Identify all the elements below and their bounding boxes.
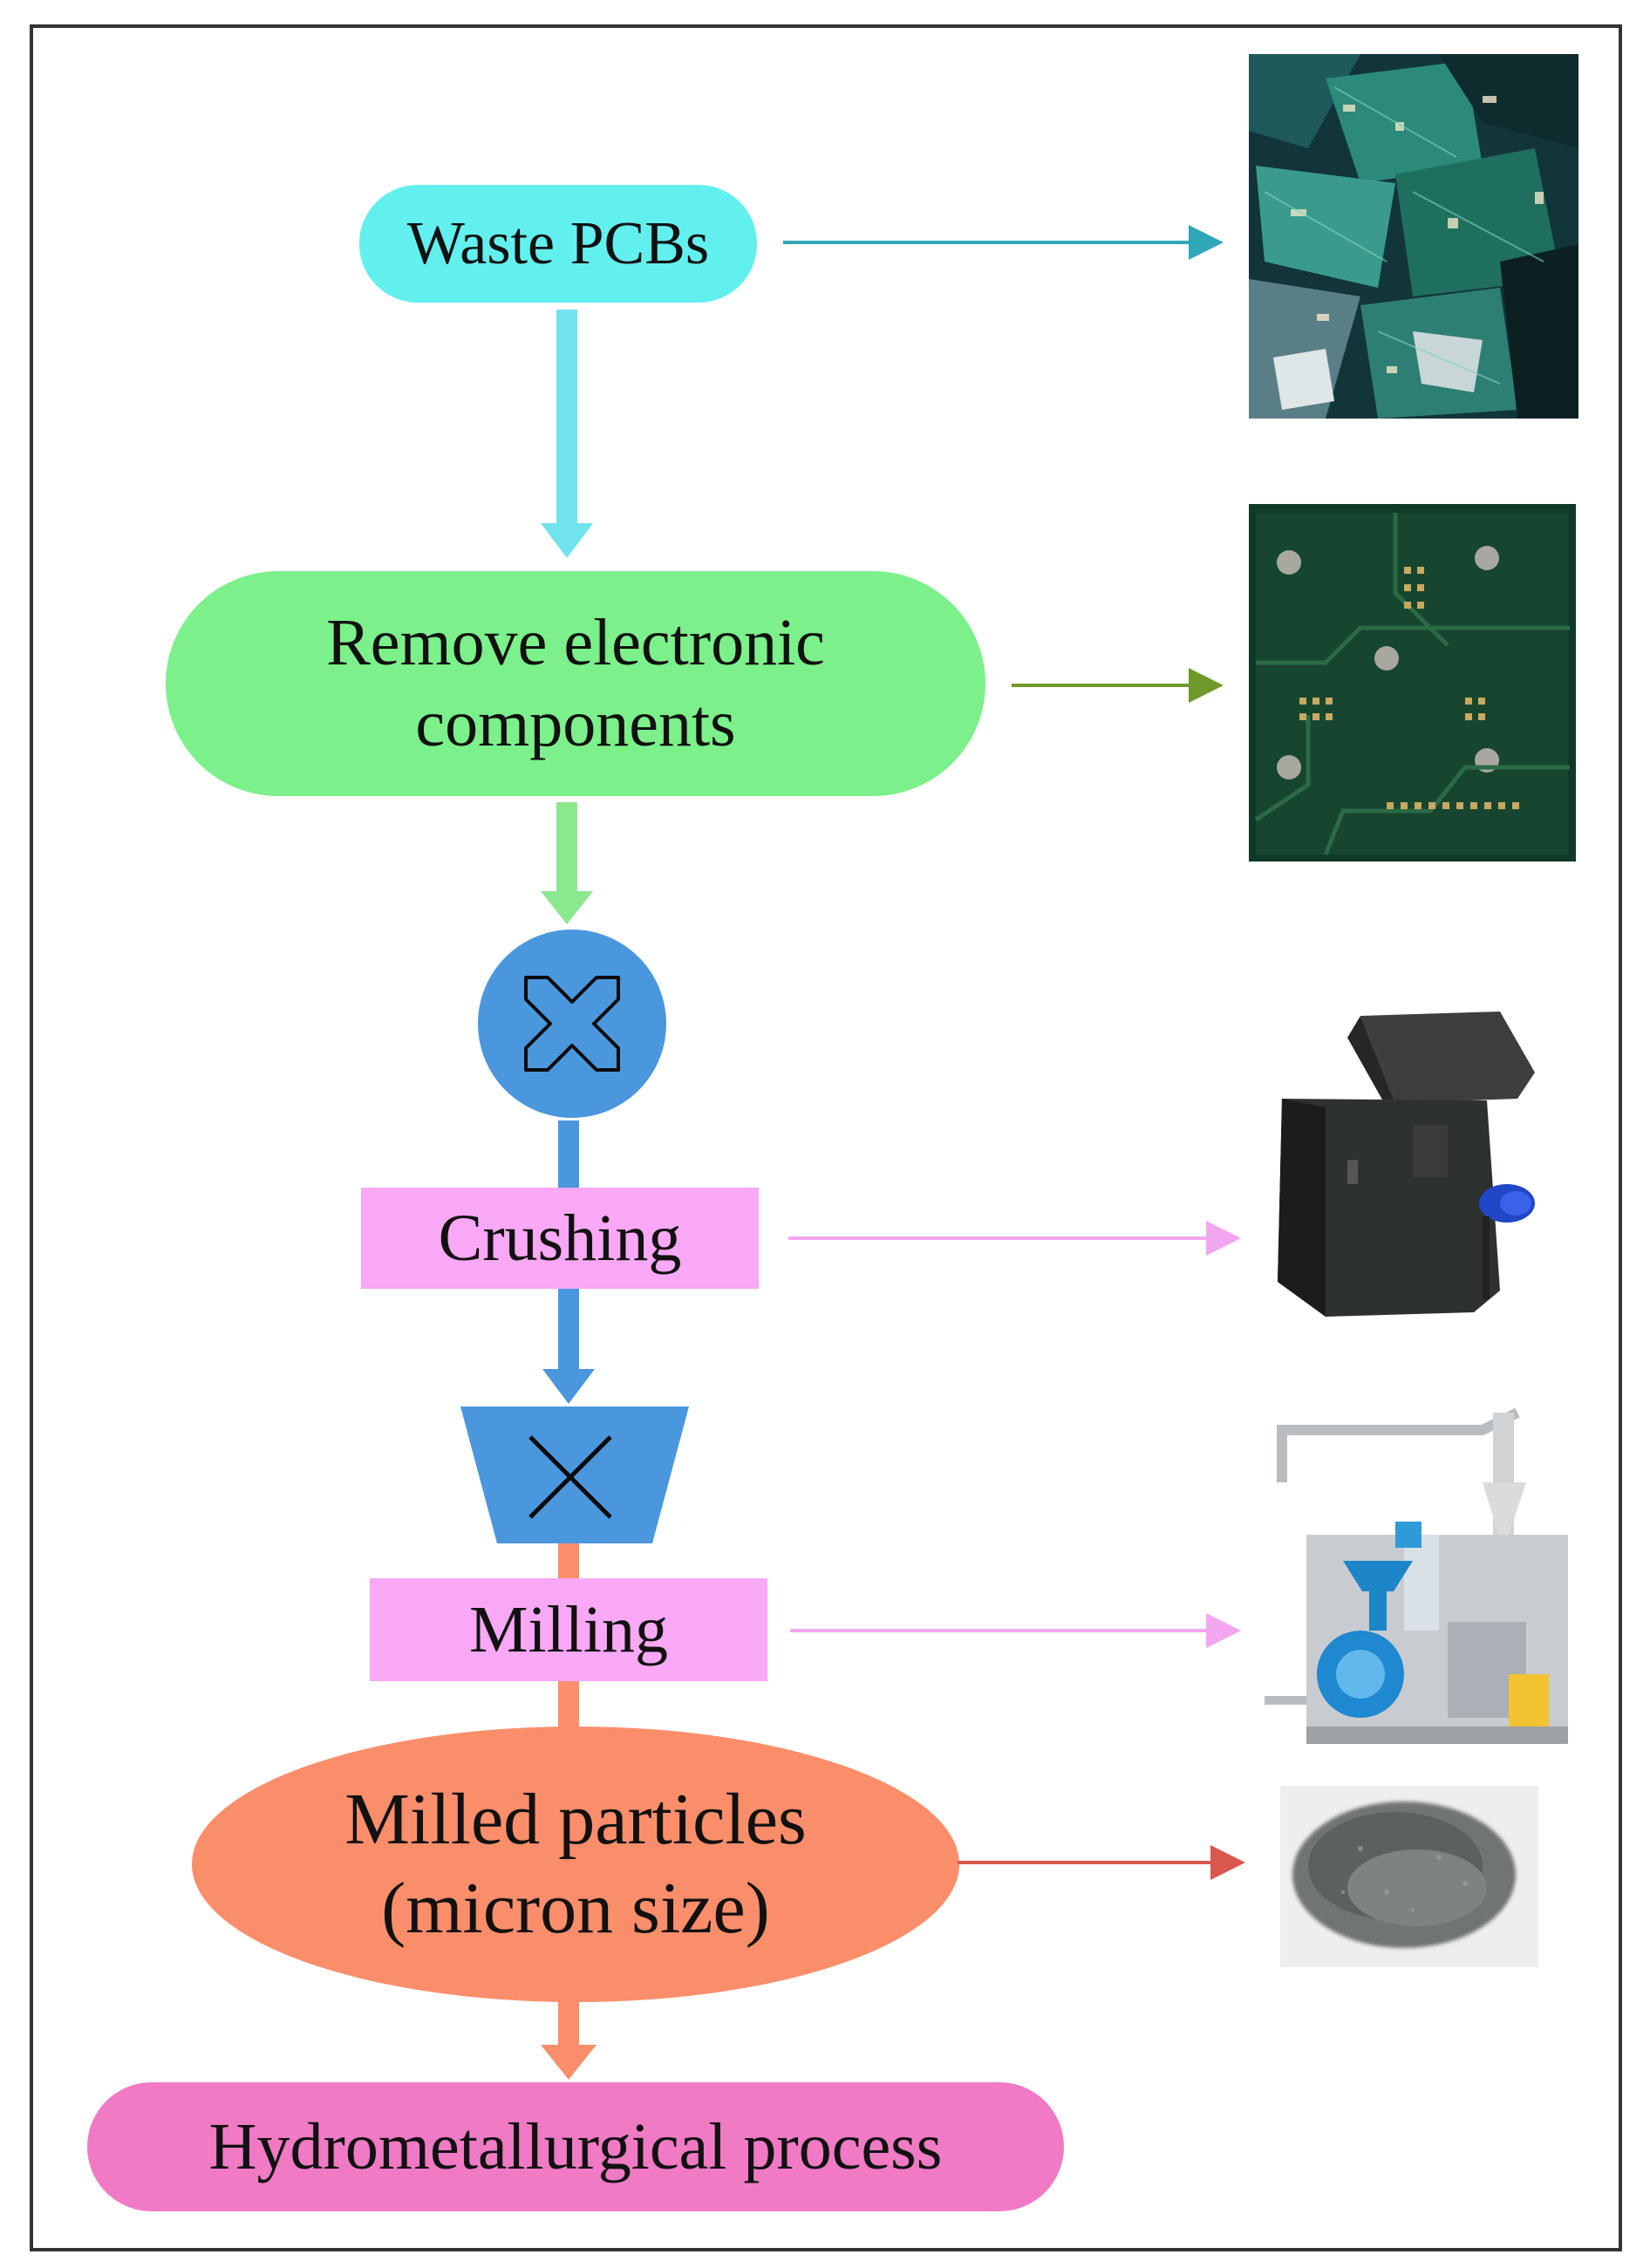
hydrometallurgical-text: Hydrometallurgical process <box>208 2109 943 2183</box>
crushing-text: Crushing <box>438 1201 682 1275</box>
milled-particles-text-line1: Milled particles <box>344 1778 807 1860</box>
x-in-trapezoid-icon <box>460 1406 689 1543</box>
milling-node <box>370 1578 767 1681</box>
mill-photo <box>1256 1407 1578 1757</box>
flow-connectors <box>541 310 597 2080</box>
waste-pcbs-node <box>359 185 757 303</box>
crusher-photo <box>1278 1011 1535 1317</box>
cross-in-circle-icon <box>478 930 666 1118</box>
waste-pcbs-photo <box>1249 54 1578 419</box>
milling-label: Milling <box>370 1578 767 1681</box>
remove-components-text-line2: components <box>415 687 736 760</box>
milled-particles-text-line2: (micron size) <box>381 1868 770 1949</box>
remove-components-text-line1: Remove electronic <box>326 606 825 680</box>
bare-board-photo <box>1249 504 1576 862</box>
hydrometallurgical-process-node <box>87 2082 1064 2211</box>
milling-text: Milling <box>468 1592 669 1666</box>
photo-arrows <box>783 225 1245 1880</box>
crushing-label: Crushing <box>361 1188 759 1289</box>
waste-pcbs-text: Waste PCBs <box>406 209 710 277</box>
waste-pcbs-label: Waste PCBs <box>359 185 757 303</box>
powder-photo <box>1280 1786 1538 1967</box>
remove-components-label: Remove electronic components <box>166 571 985 796</box>
milled-particles-node <box>192 1727 959 2002</box>
milled-particles-label: Milled particles (micron size) <box>192 1727 959 2002</box>
remove-components-node <box>166 571 985 796</box>
crushing-node <box>361 1188 759 1289</box>
hydrometallurgical-label: Hydrometallurgical process <box>87 2082 1064 2211</box>
